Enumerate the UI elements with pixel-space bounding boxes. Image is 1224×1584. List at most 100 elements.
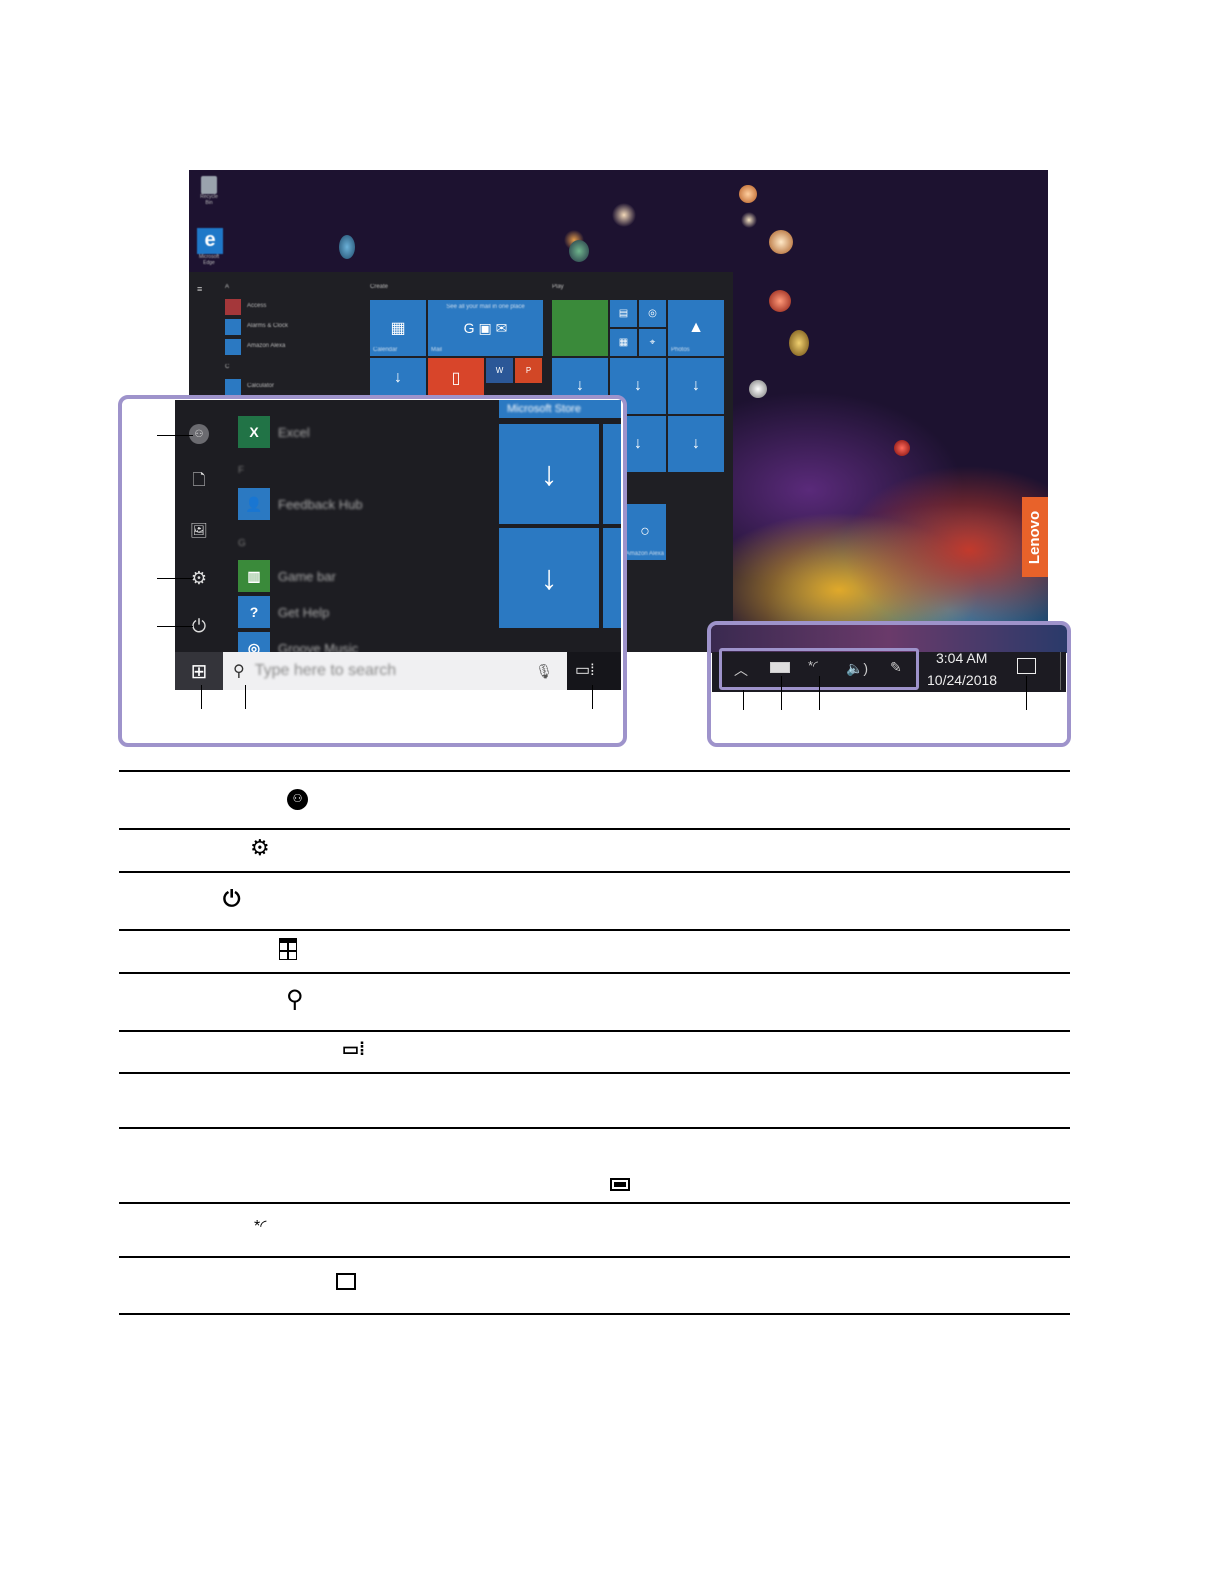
access-icon <box>225 299 241 315</box>
pen-workspace-icon[interactable]: ✎ <box>890 659 902 675</box>
settings-icon[interactable]: ⚙ <box>190 567 208 588</box>
task-view-icon[interactable]: ▭⁞ <box>575 662 595 679</box>
app-label: Game bar <box>278 568 336 584</box>
table-rule <box>119 972 1070 974</box>
xbox-tile[interactable] <box>552 300 608 356</box>
account-icon[interactable]: ⚇ <box>189 424 209 444</box>
power-icon: ⏻ <box>223 886 241 911</box>
maps-tile[interactable]: ⌖ <box>639 329 666 356</box>
table-rule <box>119 770 1070 772</box>
callout-line <box>1026 676 1027 710</box>
windows-start-icon <box>279 938 297 960</box>
store-tile-header[interactable]: Microsoft Store <box>499 400 621 418</box>
table-rule <box>119 1256 1070 1258</box>
calendar-tile[interactable]: ▦Calendar <box>370 300 426 356</box>
edge-icon[interactable]: e Microsoft Edge <box>197 228 223 266</box>
download-tile[interactable]: ↓ <box>668 358 724 414</box>
table-rule <box>119 1127 1070 1129</box>
table-rule <box>119 871 1070 873</box>
app-alarms[interactable]: Alarms & Clock <box>247 323 289 329</box>
letter-header: A <box>225 284 230 290</box>
battery-icon[interactable] <box>770 662 790 673</box>
tile[interactable] <box>603 424 621 524</box>
settings-icon: ⚙ <box>250 835 270 860</box>
alexa-icon <box>225 339 241 355</box>
calc-tile[interactable]: ▦ <box>610 329 637 356</box>
word-tile[interactable]: W <box>486 358 513 383</box>
volume-icon[interactable]: 🔈) <box>846 660 869 676</box>
search-box[interactable]: ⚲ Type here to search 🎙 <box>223 652 567 690</box>
calculator-icon <box>225 379 241 395</box>
power-icon[interactable]: ⏻ <box>191 615 207 636</box>
office-tile[interactable]: ▯ <box>428 358 484 398</box>
app-calculator[interactable]: Calculator <box>247 383 275 389</box>
lenovo-logo: Lenovo <box>1022 497 1048 577</box>
app-alexa[interactable]: Amazon Alexa <box>247 343 286 349</box>
movies-tile[interactable]: ▤ <box>610 300 637 327</box>
download-tile[interactable]: ↓ <box>499 528 599 628</box>
callout-line <box>743 690 744 710</box>
download-tile[interactable]: ↓ <box>499 424 599 524</box>
letter-header: C <box>225 364 230 370</box>
callout-line <box>819 676 820 710</box>
pictures-icon[interactable]: 🖼 <box>190 521 208 538</box>
start-menu: ⚇ 🗋 🖼 ⚙ ⏻ X Excel F 👤 Feedback Hub G ▥ Game… <box>175 400 621 690</box>
table-rule <box>119 828 1070 830</box>
documents-icon[interactable]: 🗋 <box>192 471 206 489</box>
battery-icon <box>610 1178 630 1191</box>
tile[interactable] <box>603 528 621 628</box>
table-rule <box>119 1202 1070 1204</box>
group-create: Create <box>370 284 389 290</box>
callout-line <box>592 685 593 709</box>
photos-tile[interactable]: ▲Photos <box>668 300 724 356</box>
action-center-icon <box>336 1273 356 1290</box>
table-rule <box>119 1313 1070 1315</box>
mail-tile[interactable]: See all your mail in one place G ▣ ✉ Mai… <box>428 300 543 356</box>
alexa-tile-label: Amazon Alexa <box>625 551 664 557</box>
table-rule <box>119 929 1070 931</box>
action-center-icon[interactable] <box>1017 658 1036 674</box>
app-excel[interactable]: X Excel <box>238 416 310 448</box>
group-play: Play <box>552 284 564 290</box>
search-icon: ⚲ <box>233 663 245 680</box>
recycle-bin-icon[interactable]: Recycle Bin <box>197 176 221 206</box>
app-get-help[interactable]: ? Get Help <box>238 596 329 628</box>
app-label: Excel <box>278 424 310 440</box>
help-icon: ? <box>238 596 270 628</box>
download-tile[interactable]: ↓ <box>668 416 724 472</box>
hamburger-icon[interactable]: ≡ <box>197 284 203 294</box>
app-access[interactable]: Access <box>247 303 267 309</box>
search-icon: ⚲ <box>286 986 304 1013</box>
feedback-icon: 👤 <box>238 488 270 520</box>
wireless-network-icon[interactable]: *◜ <box>808 658 819 673</box>
game-bar-icon: ▥ <box>238 560 270 592</box>
letter-header: G <box>238 538 246 549</box>
callout-line <box>245 685 246 709</box>
callout-line <box>781 676 782 710</box>
callout-line <box>201 685 202 709</box>
callout-line <box>157 578 193 579</box>
letter-header: F <box>238 465 245 476</box>
excel-icon: X <box>238 416 270 448</box>
app-label: Get Help <box>278 604 330 620</box>
edge-label: Microsoft Edge <box>198 254 220 266</box>
groove-tile[interactable]: ◎ <box>639 300 666 327</box>
download-tile[interactable]: ↓ <box>370 358 426 398</box>
app-feedback-hub[interactable]: 👤 Feedback Hub <box>238 488 363 520</box>
clock-time[interactable]: 3:04 AM <box>936 650 988 666</box>
callout-line <box>157 435 193 436</box>
powerpoint-tile[interactable]: P <box>515 358 542 383</box>
task-view-icon: ▭⁞ <box>342 1039 366 1059</box>
app-label: Groove Music <box>278 640 359 656</box>
search-placeholder: Type here to search <box>254 662 397 679</box>
show-hidden-icons-chevron[interactable]: ︿ <box>734 662 748 678</box>
table-rule <box>119 1030 1070 1032</box>
alarms-icon <box>225 319 241 335</box>
windows-start-button[interactable]: ⊞ <box>175 652 223 690</box>
app-label: Feedback Hub <box>278 496 363 512</box>
app-game-bar[interactable]: ▥ Game bar <box>238 560 336 592</box>
table-rule <box>119 1072 1070 1074</box>
clock-date[interactable]: 10/24/2018 <box>927 672 998 688</box>
microphone-icon[interactable]: 🎙 <box>535 662 553 679</box>
callout-line <box>157 626 193 627</box>
